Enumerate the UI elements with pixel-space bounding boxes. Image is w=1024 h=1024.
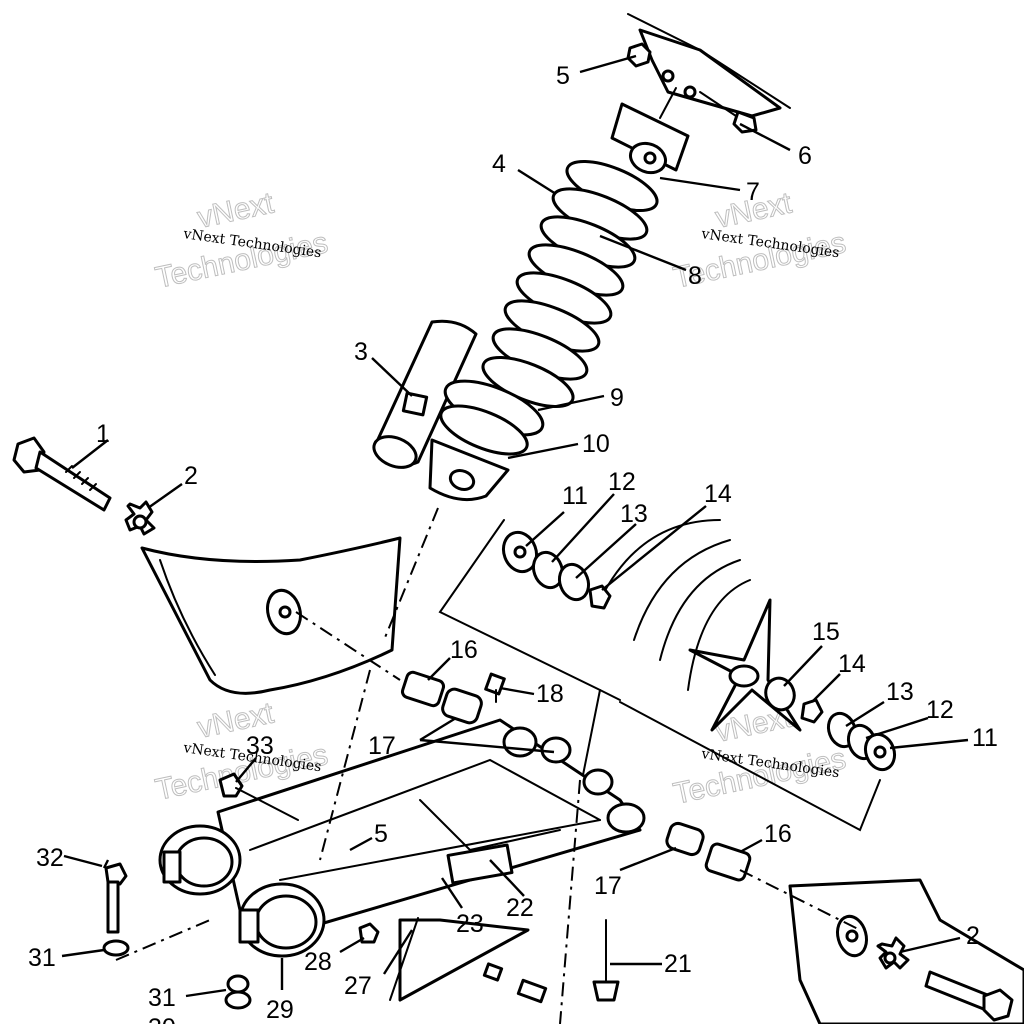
shock-lower-eye: [428, 438, 510, 502]
callout-18: 18: [536, 680, 564, 708]
shock-top-eye: [629, 141, 667, 175]
watermark-top-left: vNext Technologies vNext Technologies: [152, 186, 331, 295]
callout-12: 12: [608, 468, 636, 496]
callout-33: 33: [246, 732, 274, 760]
upper-mount-bolt: [699, 91, 758, 134]
callout-16: 16: [764, 820, 792, 848]
upper-mount-nut: [626, 42, 652, 68]
callout-17: 17: [594, 872, 622, 900]
alignment-line: [739, 869, 861, 931]
callout-21: 21: [664, 950, 692, 978]
grease-fitting: [484, 672, 506, 703]
callout-13: 13: [886, 678, 914, 706]
washer-31-upper: [102, 939, 130, 957]
bracket-27: [389, 917, 530, 1002]
left-pivot-bolt: [12, 436, 112, 512]
callout-7: 7: [746, 178, 760, 206]
left-frame-plate: [140, 507, 439, 695]
callout-12: 12: [926, 696, 954, 724]
shock-spring-seat: [439, 379, 545, 456]
swing-arm-clamp-left: [158, 824, 242, 896]
callout-31: 31: [28, 944, 56, 972]
bushings-right: [582, 768, 752, 882]
callout-17: 17: [368, 732, 396, 760]
callout-11: 11: [562, 482, 588, 510]
alignment-line: [295, 611, 401, 681]
lower-bolt-33: [218, 772, 299, 821]
washer-31-lower: [224, 974, 252, 1010]
leader-lines: [61, 54, 969, 998]
alignment-line: [115, 919, 211, 961]
upper-frame-bracket: [610, 13, 791, 172]
callout-28: 28: [304, 948, 332, 976]
callout-27: 27: [344, 972, 372, 1000]
callout-1: 1: [96, 420, 110, 448]
shock-reservoir: [372, 319, 478, 469]
callout-10: 10: [582, 430, 610, 458]
right-star-washer: [876, 936, 910, 970]
hub-panel-outline: [438, 519, 881, 832]
callout-5: 5: [374, 820, 388, 848]
watermark-bottom-right: vNext Technologies vNext Technologies: [670, 700, 849, 811]
pin-27: [482, 962, 548, 1004]
callout-11: 11: [972, 724, 998, 752]
left-star-washer: [124, 500, 156, 536]
shock-coil-spring: [481, 159, 659, 409]
callout-9: 9: [610, 384, 624, 412]
bolt-21: [592, 919, 620, 1002]
callout-16: 16: [450, 636, 478, 664]
callout-29: 29: [266, 996, 294, 1024]
callout-numbers: 5 6 7 4 8 3 9 10 1 2 11 12 13 14 15 14 1…: [28, 62, 998, 1024]
callout-6: 6: [798, 142, 812, 170]
watermark-big-line1: vNext: [195, 186, 278, 234]
callout-5: 5: [556, 62, 570, 90]
lower-bolt-32: [104, 862, 128, 934]
callout-2: 2: [184, 462, 198, 490]
alignment-line: [559, 779, 581, 1024]
callout-30: 30: [148, 1014, 176, 1024]
callout-4: 4: [492, 150, 506, 178]
callout-31: 31: [148, 984, 176, 1012]
callout-22: 22: [506, 894, 534, 922]
callout-32: 32: [36, 844, 64, 872]
callout-14: 14: [704, 480, 732, 508]
shock-absorber: [372, 141, 667, 502]
callout-2: 2: [966, 922, 980, 950]
upper-washer-set: [501, 530, 612, 610]
callout-15: 15: [812, 618, 840, 646]
swing-arm-clamp-right: [238, 882, 326, 958]
callout-3: 3: [354, 338, 368, 366]
callout-14: 14: [838, 650, 866, 678]
alignment-line: [319, 669, 371, 861]
callout-23: 23: [456, 910, 484, 938]
callout-13: 13: [620, 500, 648, 528]
callout-8: 8: [688, 262, 702, 290]
bushings-left: [400, 670, 572, 764]
right-pivot-bolt: [924, 970, 1014, 1022]
